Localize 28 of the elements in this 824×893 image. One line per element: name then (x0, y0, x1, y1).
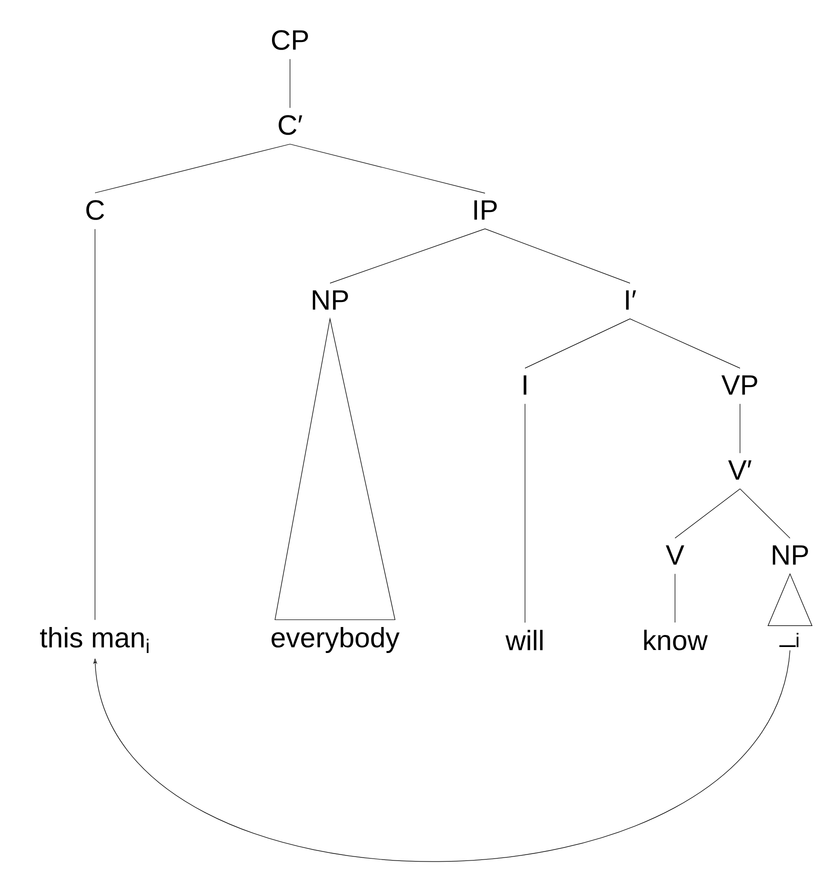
tree-branch (740, 488, 790, 538)
word-label: this man$_{i}$ (40, 627, 148, 653)
tree-branch (484, 228, 630, 284)
tree-branch (524, 318, 630, 368)
tree-branch (630, 318, 740, 368)
category-label: IP (474, 200, 497, 220)
category-label: VP (721, 375, 758, 395)
category-label: I (524, 375, 526, 395)
category-label: NP (312, 290, 348, 310)
category-label: I′ (626, 290, 636, 310)
category-label: NP (772, 545, 808, 565)
tree-branch (674, 488, 740, 538)
tree-branch (524, 404, 526, 623)
tree-branch (290, 144, 486, 194)
category-label: CP (272, 30, 308, 50)
word-label: know (644, 630, 708, 650)
tree-branch (94, 228, 96, 620)
word-label: everybody (272, 626, 400, 654)
tree-branch (330, 228, 486, 284)
tree-branch (674, 574, 676, 623)
word-label: _$_{i}$ (779, 632, 798, 648)
category-label: C (86, 200, 104, 220)
word-label: will (506, 630, 543, 650)
tree-branch (94, 144, 290, 194)
movement-arrow (93, 650, 790, 862)
category-label: C′ (278, 115, 302, 135)
category-label: V′ (728, 460, 752, 480)
category-label: V (666, 545, 684, 565)
